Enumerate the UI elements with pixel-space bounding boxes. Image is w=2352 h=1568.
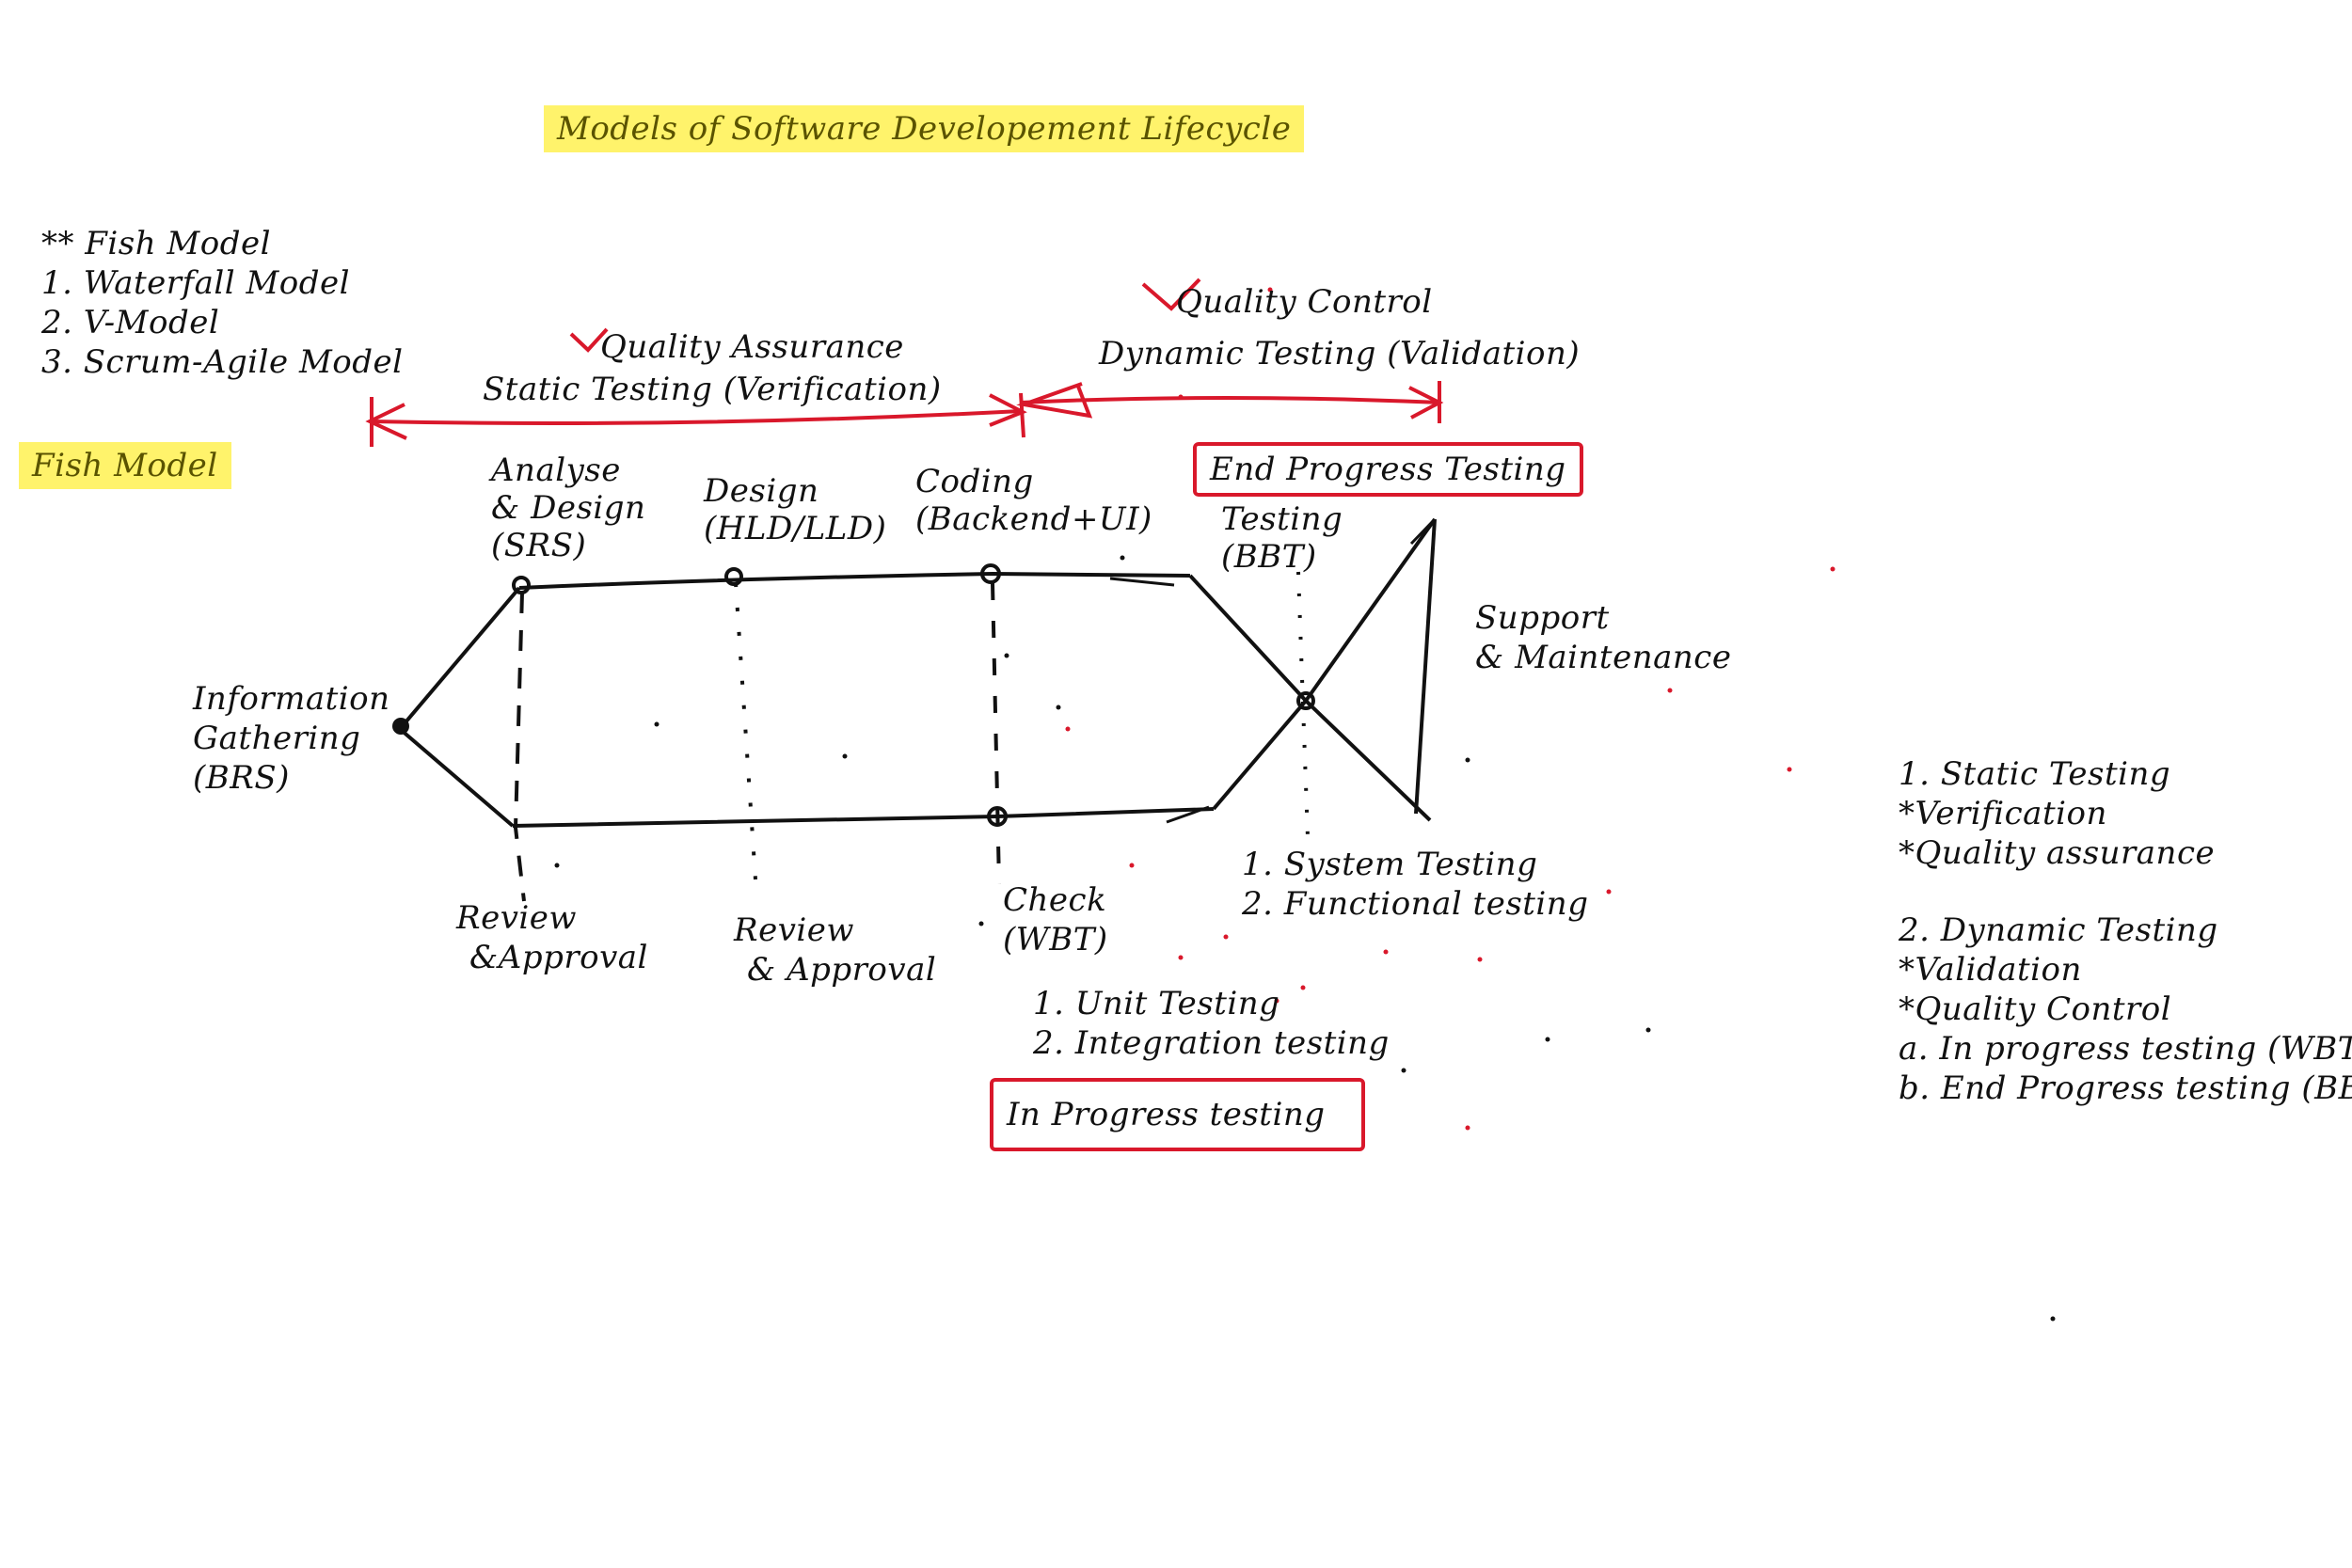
fish-tail-tick — [1409, 517, 1437, 546]
node-coding — [980, 563, 1001, 584]
connector-coding-check — [991, 582, 1001, 885]
node-testing — [1296, 691, 1315, 710]
models-list-item-fish: ** Fish Model — [41, 225, 271, 262]
models-list-item-v-model: 2. V-Model — [41, 304, 220, 341]
dynamic-testing-label: Dynamic Testing (Validation) — [1099, 335, 1581, 372]
models-list-item-scrum: 3. Scrum-Agile Model — [41, 343, 404, 381]
page-title: Models of Software Developement Lifecycl… — [544, 105, 1305, 152]
system-functional-tests: 1. System Testing 2. Functional testing — [1242, 846, 1589, 923]
static-testing-label: Static Testing (Verification) — [483, 371, 942, 408]
phase-review-approval-1: Review &Approval — [456, 899, 648, 976]
validation-arrow — [1020, 396, 1440, 404]
fish-bottom-notch — [1166, 805, 1210, 824]
fish-top-line — [518, 571, 1191, 590]
phase-testing: Testing (BBT) — [1221, 500, 1343, 576]
fish-tail-lower — [1304, 699, 1432, 822]
phase-support-maintenance: Support & Maintenance — [1475, 599, 1732, 676]
verification-arrow — [371, 409, 1022, 425]
phase-review-approval-2: Review & Approval — [734, 911, 937, 989]
fish-tail-back — [1414, 518, 1437, 815]
check-mark-quality-control-icon — [1141, 277, 1201, 311]
in-progress-testing-box: In Progress testing — [990, 1078, 1365, 1151]
summary-dynamic-testing: 2. Dynamic Testing *Validation *Quality … — [1899, 911, 2352, 1107]
phase-check-wbt: Check (WBT) — [1003, 881, 1108, 958]
phase-coding: Coding (Backend+UI) — [915, 463, 1152, 538]
summary-static-testing: 1. Static Testing *Verification *Quality… — [1899, 755, 2216, 872]
check-mark-quality-assurance-icon — [569, 327, 609, 353]
phase-information-gathering: Information Gathering (BRS) — [193, 680, 390, 797]
phase-analyse-design: Analyse & Design (SRS) — [491, 451, 646, 564]
connector-design-review — [734, 582, 757, 880]
stray-ink-dots — [554, 555, 2056, 1322]
models-list: ** Fish Model 1. Waterfall Model 2. V-Mo… — [41, 224, 404, 382]
fish-head-lower-edge — [398, 727, 515, 828]
fish-body-to-tail-upper — [1188, 574, 1308, 703]
unit-integration-tests: 1. Unit Testing 2. Integration testing — [1033, 985, 1390, 1062]
stray-red-dots — [1065, 287, 1836, 1131]
fish-head-upper-edge — [398, 586, 521, 731]
fish-top-notch — [1109, 577, 1175, 587]
node-analyse — [512, 576, 531, 594]
models-list-item-waterfall: 1. Waterfall Model — [41, 264, 350, 302]
connector-analyse-review — [513, 592, 526, 902]
verification-arrow-right-tick — [1019, 392, 1025, 438]
fish-tail-upper — [1304, 517, 1437, 703]
node-design — [724, 567, 743, 586]
quality-assurance-label: Quality Assurance — [600, 328, 904, 366]
quality-control-label: Quality Control — [1176, 283, 1433, 321]
fish-bottom-line — [512, 807, 1215, 828]
validation-arrow-left-head — [1016, 382, 1093, 419]
node-info-gathering — [392, 718, 409, 735]
phase-design: Design (HLD/LLD) — [704, 472, 887, 547]
end-progress-testing-box: End Progress Testing — [1193, 442, 1583, 497]
connector-testing-system — [1296, 571, 1310, 838]
section-heading: Fish Model — [19, 442, 231, 489]
fish-body-to-tail-lower — [1212, 699, 1308, 811]
